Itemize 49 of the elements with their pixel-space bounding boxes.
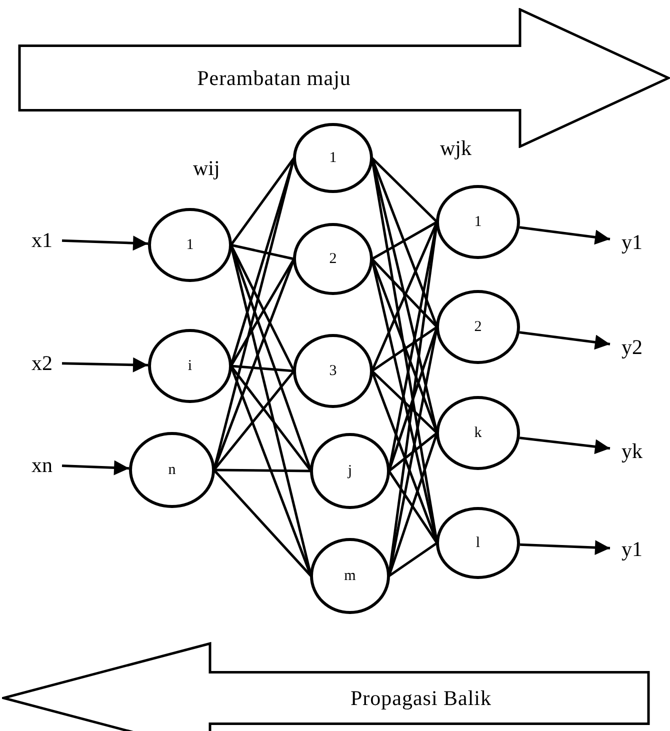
neuron-circle: l: [436, 507, 520, 579]
neuron-circle: m: [310, 538, 390, 614]
connection-line: [213, 370, 295, 471]
connection-line: [230, 364, 294, 372]
connection-line: [213, 469, 312, 577]
connection-line: [370, 222, 438, 372]
connection-line: [371, 220, 438, 260]
neuron-circle: i: [148, 329, 232, 403]
connection-line: [388, 326, 438, 472]
neuron-circle: 2: [293, 223, 373, 295]
output-label: yk: [610, 436, 654, 466]
connection-line: [388, 432, 438, 472]
input-label: xn: [22, 450, 62, 480]
output-label: y1: [610, 227, 654, 257]
neuron-circle: n: [129, 432, 215, 508]
arrow: [519, 436, 610, 454]
input-label: x2: [22, 348, 62, 378]
input-label: x1: [22, 225, 62, 255]
connection-line: [388, 470, 438, 544]
connection-line: [214, 468, 312, 472]
connection-line: [371, 258, 438, 328]
neuron-circle: 1: [436, 185, 520, 259]
connection-line: [230, 157, 296, 246]
output-label: y1: [610, 534, 654, 564]
output-label: y2: [610, 332, 654, 362]
arrow-label: Perambatan maju: [197, 66, 351, 90]
arrow: [62, 460, 130, 476]
weight-label: wij: [193, 156, 220, 181]
arrow-label: Propagasi Balik: [350, 686, 492, 710]
connection-line: [388, 542, 438, 578]
arrow: [520, 540, 610, 556]
neuron-circle: k: [436, 396, 520, 470]
connection-line: [230, 365, 312, 472]
connection-line: [371, 326, 438, 372]
weight-label: wjk: [440, 136, 472, 161]
block-arrow: [2, 642, 650, 731]
connection-line: [388, 432, 438, 576]
arrow: [62, 236, 148, 251]
arrow: [519, 226, 610, 245]
neuron-circle: 2: [436, 290, 520, 364]
neuron-circle: j: [310, 433, 390, 509]
connection-line: [371, 157, 438, 223]
neuron-circle: 3: [293, 334, 373, 408]
neuron-circle: 1: [148, 208, 232, 282]
connection-line: [371, 370, 438, 434]
arrow: [519, 331, 610, 350]
arrow: [62, 357, 148, 372]
connection-line: [230, 244, 294, 260]
neuron-circle: 1: [293, 123, 373, 193]
